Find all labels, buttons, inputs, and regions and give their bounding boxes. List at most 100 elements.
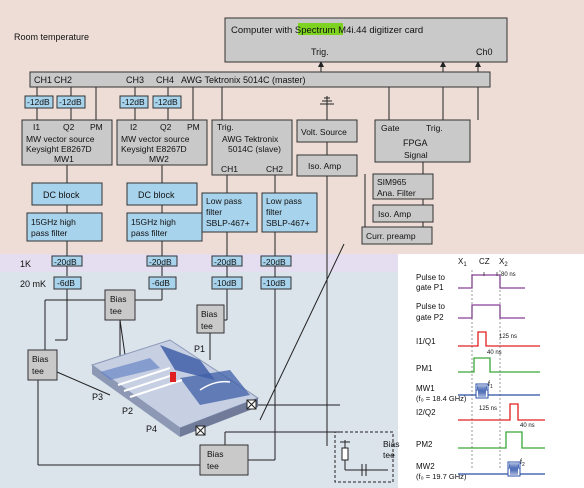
attenuator-mk-mw2: -6dB bbox=[148, 276, 177, 290]
svg-text:80 ns: 80 ns bbox=[501, 272, 516, 278]
svg-text:-10dB: -10dB bbox=[263, 278, 286, 288]
i1q1-trace bbox=[458, 331, 540, 347]
svg-text:(f₀ = 19.7 GHz): (f₀ = 19.7 GHz) bbox=[416, 472, 467, 481]
timing-panel-bg bbox=[398, 254, 584, 488]
quantum-dot-device bbox=[90, 339, 260, 437]
attenuator-mk-p1: -10dB bbox=[211, 276, 243, 290]
svg-text:Bias: Bias bbox=[110, 294, 127, 304]
svg-text:-12dB: -12dB bbox=[27, 97, 50, 107]
room-temperature-label: Room temperature bbox=[14, 32, 89, 42]
attenuator-ch4: -12dB bbox=[152, 95, 182, 109]
svg-text:125 ns: 125 ns bbox=[479, 406, 497, 412]
svg-text:Trig.: Trig. bbox=[217, 122, 234, 132]
low-pass-filter-2: Low pass filter SBLP-467+ bbox=[261, 192, 318, 233]
pulse-p1-trace bbox=[458, 274, 525, 289]
attenuator-mk-p2: -10dB bbox=[260, 276, 292, 290]
sim965-box: SIM965 Ana. Filter bbox=[372, 173, 434, 200]
attenuator-ch3: -12dB bbox=[119, 95, 149, 109]
svg-text:Bias: Bias bbox=[383, 439, 400, 449]
svg-text:PM2: PM2 bbox=[416, 440, 433, 449]
svg-text:Ana. Filter: Ana. Filter bbox=[377, 188, 416, 198]
low-pass-filter-1: Low pass filter SBLP-467+ bbox=[201, 192, 258, 233]
svg-text:I2/Q2: I2/Q2 bbox=[416, 408, 436, 417]
svg-text:FPGA: FPGA bbox=[403, 138, 428, 148]
svg-text:DC block: DC block bbox=[43, 190, 80, 200]
bias-tee-p2: Bias tee bbox=[199, 444, 249, 476]
high-pass-filter-2: 15GHz high pass filter bbox=[126, 212, 203, 242]
awg-master-ch2: CH2 bbox=[54, 75, 72, 85]
svg-text:MW vector source: MW vector source bbox=[26, 134, 95, 144]
gate-p2-label: P2 bbox=[122, 406, 133, 416]
x2-label: X2 bbox=[499, 257, 508, 268]
mw2-burst bbox=[507, 461, 521, 477]
svg-text:-12dB: -12dB bbox=[155, 97, 178, 107]
iso-amp-box-right: Iso. Amp bbox=[372, 204, 434, 223]
awg-master-ch4: CH4 bbox=[156, 75, 174, 85]
svg-text:40 ns: 40 ns bbox=[520, 423, 535, 429]
bias-tee-mw2: Bias tee bbox=[104, 289, 136, 321]
svg-text:-12dB: -12dB bbox=[59, 97, 82, 107]
svg-text:PM1: PM1 bbox=[416, 364, 433, 373]
svg-text:-6dB: -6dB bbox=[152, 278, 170, 288]
dc-block-2: DC block bbox=[126, 182, 198, 206]
bias-tee-p1: Bias tee bbox=[196, 304, 225, 334]
svg-text:SBLP-467+: SBLP-467+ bbox=[266, 218, 310, 228]
curr-preamp-box: Curr. preamp bbox=[361, 226, 433, 245]
svg-text:gate P2: gate P2 bbox=[416, 313, 444, 322]
attenuator-1k-p2: -20dB bbox=[260, 255, 292, 267]
svg-text:filter: filter bbox=[266, 207, 282, 217]
svg-text:Curr. preamp: Curr. preamp bbox=[366, 231, 416, 241]
svg-text:tee: tee bbox=[383, 450, 395, 460]
svg-text:AWG Tektronix: AWG Tektronix bbox=[222, 134, 279, 144]
mw1-burst bbox=[475, 383, 489, 399]
pm2-trace bbox=[458, 431, 545, 449]
svg-text:-10dB: -10dB bbox=[214, 278, 237, 288]
volt-source-box: Volt. Source bbox=[296, 119, 358, 143]
svg-text:Low pass: Low pass bbox=[266, 196, 302, 206]
svg-text:15GHz high: 15GHz high bbox=[131, 217, 176, 227]
svg-text:Iso. Amp: Iso. Amp bbox=[378, 209, 411, 219]
svg-text:Bias: Bias bbox=[32, 354, 49, 364]
svg-text:Pulse to: Pulse to bbox=[416, 273, 445, 282]
attenuator-1k-mw1: -20dB bbox=[51, 255, 83, 267]
timing-diagram: X1 CZ X2 Pulse to gate P1 80 ns Pulse to… bbox=[416, 257, 545, 481]
attenuator-mk-mw1: -6dB bbox=[53, 276, 82, 290]
spectrum-highlight bbox=[298, 23, 343, 35]
svg-text:tee: tee bbox=[201, 321, 213, 331]
svg-text:Q2: Q2 bbox=[160, 122, 172, 132]
gate-p3-label: P3 bbox=[92, 392, 103, 402]
svg-text:SBLP-467+: SBLP-467+ bbox=[206, 218, 250, 228]
f1-label: f1 bbox=[488, 381, 493, 390]
awg-master-label: AWG Tektronix 5014C (master) bbox=[181, 75, 306, 85]
svg-text:Q2: Q2 bbox=[63, 122, 75, 132]
svg-text:Signal: Signal bbox=[404, 150, 428, 160]
svg-text:-12dB: -12dB bbox=[122, 97, 145, 107]
twenty-mk-label: 20 mK bbox=[20, 279, 46, 289]
bias-tee-mw1: Bias tee bbox=[27, 349, 58, 381]
svg-text:Volt. Source: Volt. Source bbox=[301, 127, 347, 137]
awg-master-ch1: CH1 bbox=[34, 75, 52, 85]
one-k-zone bbox=[0, 254, 398, 272]
computer-trig-label: Trig. bbox=[311, 47, 329, 57]
svg-text:Iso. Amp: Iso. Amp bbox=[308, 161, 341, 171]
i2q2-trace bbox=[458, 403, 545, 421]
svg-text:MW2: MW2 bbox=[416, 462, 435, 471]
svg-text:DC block: DC block bbox=[138, 190, 175, 200]
svg-text:PM: PM bbox=[90, 122, 103, 132]
svg-text:tee: tee bbox=[32, 366, 44, 376]
svg-text:I2: I2 bbox=[130, 122, 137, 132]
svg-text:40 ns: 40 ns bbox=[487, 350, 502, 356]
mw2-source-box: I2 Q2 PM MW vector source Keysight E8267… bbox=[116, 119, 208, 166]
svg-text:CH2: CH2 bbox=[266, 164, 283, 174]
svg-text:Gate: Gate bbox=[381, 123, 400, 133]
computer-box: Computer with Spectrum M4i.44 digitizer … bbox=[224, 17, 508, 63]
computer-ch0-label: Ch0 bbox=[476, 47, 493, 57]
x1-label: X1 bbox=[458, 257, 467, 268]
pulse-p2-trace bbox=[458, 304, 525, 319]
iso-amp-box-left: Iso. Amp bbox=[296, 154, 358, 177]
svg-text:pass filter: pass filter bbox=[31, 228, 68, 238]
svg-text:tee: tee bbox=[207, 461, 219, 471]
svg-text:MW vector source: MW vector source bbox=[121, 134, 190, 144]
computer-label: Computer with Spectrum M4i.44 digitizer … bbox=[231, 25, 423, 36]
